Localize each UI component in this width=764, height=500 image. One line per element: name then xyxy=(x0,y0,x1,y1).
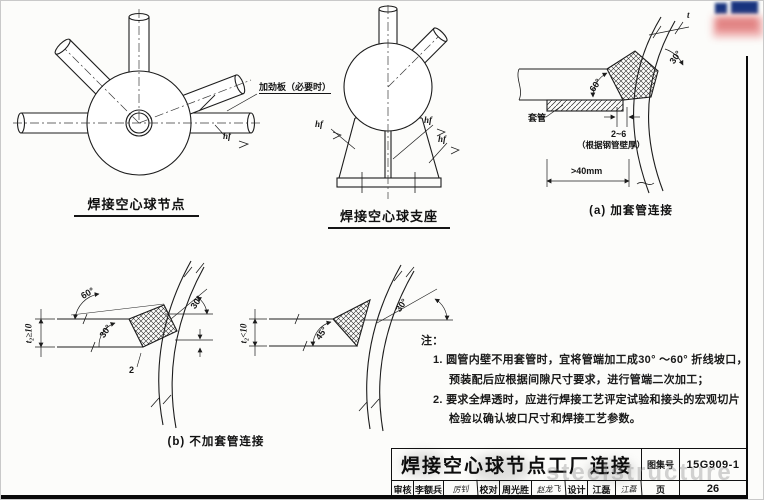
page-bottom-border xyxy=(1,495,747,499)
scan-smudge xyxy=(401,451,445,477)
notes-title: 注： xyxy=(421,335,444,347)
support-caption: 焊接空心球支座 xyxy=(328,206,450,229)
sheet-title: 焊接空心球节点工厂连接 xyxy=(392,449,642,480)
sleeve-label: 套管 xyxy=(528,113,547,123)
check-label: 校对 xyxy=(478,481,500,497)
scan-smudge xyxy=(471,453,531,483)
weld-size-label: hf xyxy=(438,134,447,144)
detail-b-caption: (b) 不加套管连接 xyxy=(167,436,265,448)
blurred-logo xyxy=(713,1,763,41)
weld-size-label: hf xyxy=(223,131,232,141)
logo-fragment xyxy=(715,3,727,14)
detail-b2-drawing xyxy=(249,264,453,432)
scan-smudge xyxy=(586,459,636,483)
page-number: 26 xyxy=(706,483,720,495)
gap-note: （根据钢管壁厚） xyxy=(577,140,646,150)
approval-row: 审核 李额兵 厉钊 校对 周光胜 赵龙飞 设计 江磊 江磊 页 26 xyxy=(392,479,746,499)
note-line: 2. 要求全焊透时，应进行焊接工艺评定试验和接头的宏观切片 xyxy=(433,394,740,406)
page-label: 页 xyxy=(642,481,680,497)
weld-size-label: hf xyxy=(315,119,324,129)
sphere-support-drawing xyxy=(330,5,460,199)
review-label: 审核 xyxy=(392,481,414,497)
detail-a-drawing xyxy=(517,16,690,194)
note-line: 1. 圆管内壁不用套管时，宜将管端加工成30° ～60° 折线坡口， xyxy=(433,354,748,366)
detail-b1-drawing xyxy=(35,260,213,429)
design-label: 设计 xyxy=(566,481,588,497)
page-right-border xyxy=(746,56,748,499)
sphere-joint-drawing xyxy=(13,9,261,176)
logo-fragment xyxy=(717,18,757,30)
note-line: 预装配后应根据间隙尺寸要求，进行管端二次加工； xyxy=(449,374,709,386)
logo-fragment xyxy=(731,1,758,14)
note-line: 检验以确认坡口尺寸和焊接工艺参数。 xyxy=(449,413,642,425)
title-row: 焊接空心球节点工厂连接 图集号 15G909-1 xyxy=(392,449,746,481)
atlas-number-label: 图集号 xyxy=(642,449,680,480)
design-name: 江磊 xyxy=(588,481,616,497)
thickness-dim: t₂≥10 xyxy=(23,323,34,344)
gap-dim: 2~6 xyxy=(611,129,627,139)
check-name: 周光胜 xyxy=(500,481,532,497)
detail-a-caption: (a) 加套管连接 xyxy=(589,205,673,217)
joint-caption: 焊接空心球节点 xyxy=(74,194,199,217)
min-length-dim: >40mm xyxy=(571,166,603,176)
stiffener-label: 加劲板（必要时） xyxy=(259,82,332,94)
title-block: 焊接空心球节点工厂连接 图集号 15G909-1 审核 李额兵 厉钊 校对 周光… xyxy=(391,448,747,499)
root-gap-dim: 2 xyxy=(129,365,135,375)
atlas-number-value: 15G909-1 xyxy=(686,458,740,471)
weld-size-label: hf xyxy=(424,115,433,125)
wall-thickness-label: t xyxy=(687,10,690,20)
thickness-dim: t₂<10 xyxy=(238,323,249,344)
review-name: 李额兵 xyxy=(414,481,444,497)
